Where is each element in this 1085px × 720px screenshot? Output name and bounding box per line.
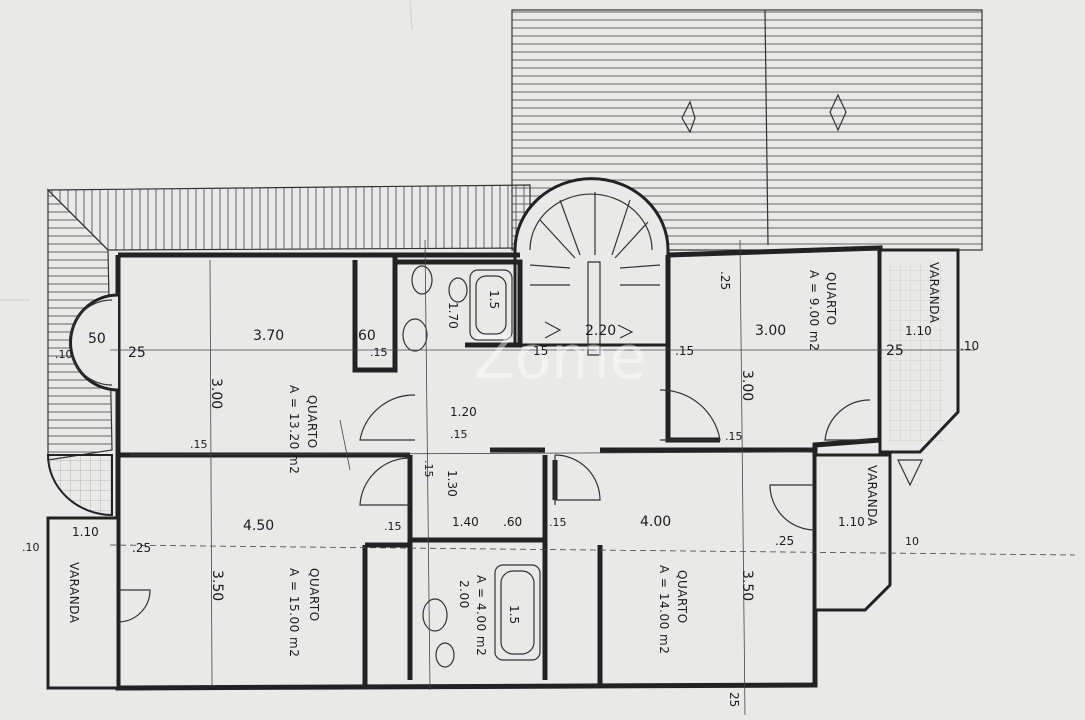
room-labels: QUARTO A = 13.20 m2 QUARTO A = 9.00 m2 Q…	[67, 262, 941, 657]
balcony-corner-sw	[46, 454, 113, 517]
room-quarto-sw-name: QUARTO	[307, 568, 321, 622]
roof-top-left	[46, 184, 531, 461]
dim-25-b: .25	[718, 271, 732, 290]
dim-3-50-a: 3.50	[209, 570, 225, 601]
dim-1-20: 1.20	[450, 405, 477, 419]
dim-60-a: 60	[358, 328, 376, 344]
dim-1-40: 1.40	[452, 515, 479, 529]
dim-15-i: .15	[384, 520, 402, 533]
room-quarto-nw-area: A = 13.20 m2	[287, 385, 301, 474]
dim-3-00-b: 3.00	[755, 323, 786, 339]
balcony-arc-west	[68, 293, 119, 392]
varanda-west-label: VARANDA	[67, 562, 81, 624]
dim-50: 50	[88, 331, 106, 347]
dim-3-50-b: 3.50	[739, 570, 755, 601]
dim-15-a: .15	[370, 346, 388, 359]
room-bath-s-dim: 2.00	[457, 580, 471, 609]
dim-3-70: 3.70	[253, 328, 284, 344]
dim-10-b: .10	[960, 339, 979, 353]
dim-25-e: .25	[132, 541, 151, 555]
dim-4-50: 4.50	[243, 518, 274, 534]
room-quarto-se-area: A = 14.00 m2	[657, 565, 671, 654]
dim-1-30: 1.30	[445, 470, 459, 497]
dim-60-b: .60	[503, 515, 522, 529]
dim-1-5-k: 1.5	[507, 605, 521, 624]
dim-10-c: 10	[905, 535, 919, 548]
varanda-north-east-label: VARANDA	[927, 262, 941, 324]
dim-25-d: .25	[775, 534, 794, 548]
dimension-lines	[109, 239, 1076, 716]
dim-15-e: .15	[675, 344, 694, 358]
dim-15-h: .15	[422, 460, 435, 478]
dim-3-00-a: 3.00	[208, 378, 224, 409]
dim-25-f: 25	[727, 692, 741, 707]
dim-2-20: 2.20	[585, 323, 616, 339]
varanda-west	[46, 516, 151, 690]
room-quarto-sw-area: A = 15.00 m2	[287, 568, 301, 657]
dim-15-g: .15	[725, 430, 743, 443]
watermark-text: Zome	[473, 323, 646, 393]
dim-1-10-c: 1.10	[72, 525, 99, 539]
room-quarto-ne-name: QUARTO	[824, 272, 838, 326]
spiral-stair	[513, 177, 670, 356]
dim-15-d: 15	[533, 344, 548, 358]
dim-1-10-b: 1.10	[838, 515, 865, 529]
bathroom-fixtures	[402, 265, 541, 668]
dim-1-70: 1.70	[446, 302, 460, 329]
dim-4-00: 4.00	[640, 514, 671, 530]
dim-15-b: .15	[190, 438, 208, 451]
room-quarto-se-name: QUARTO	[675, 570, 689, 624]
dim-3-00-c: 3.00	[739, 370, 755, 401]
dim-25-c: 25	[886, 343, 904, 359]
dim-1-10-a: 1.10	[905, 324, 932, 338]
room-quarto-ne-area: A = 9.00 m2	[807, 270, 821, 351]
room-bath-s-area: A = 4.00 m2	[474, 575, 488, 656]
dim-15-j: .15	[549, 516, 567, 529]
dim-10-a: .10	[55, 348, 73, 361]
dim-15-f: .15	[450, 428, 468, 441]
varanda-north-east	[878, 248, 960, 487]
varanda-east-label: VARANDA	[865, 465, 879, 527]
varanda-east	[769, 453, 892, 612]
dim-1-5-c: 1.5	[487, 290, 501, 309]
dim-25-a: 25	[128, 345, 146, 361]
room-quarto-nw-name: QUARTO	[305, 395, 319, 449]
door-swings	[359, 389, 871, 506]
dimension-labels: 3.70 60 .15 25 50 .10 3.00 .15 1.70 1.5 …	[22, 271, 979, 707]
dim-10-d: .10	[22, 541, 40, 554]
